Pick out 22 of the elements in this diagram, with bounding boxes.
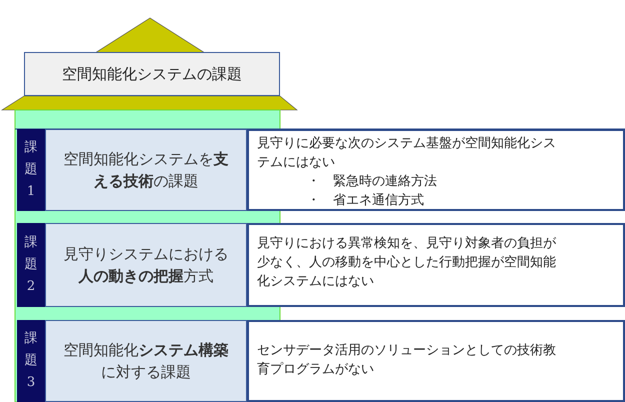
description-box <box>247 129 625 211</box>
description-box <box>247 320 625 402</box>
issue-number: 課題2 <box>24 234 38 296</box>
issue-box <box>45 223 247 307</box>
description-text: 見守りにおける異常検知を、見守り対象者の負担が少なく、人の移動を中心とした行動把握が空間知能化システムにはない <box>257 235 557 291</box>
issue-text: 空間知能化システム構築に対する課題 <box>62 340 230 383</box>
title-text: 空間知能化システムの課題 <box>62 64 242 84</box>
description-text: センサデータ活用のソリューションとしての技術教育プログラムがない <box>257 342 557 379</box>
issue-text: 見守りシステムにおける人の動きの把握方式 <box>62 244 230 287</box>
issue-tag <box>17 223 45 307</box>
description-text: 見守りに必要な次のシステム基盤が空間知能化システムにはない <box>257 135 557 172</box>
issue-number: 課題3 <box>24 330 38 392</box>
title-box <box>24 52 280 96</box>
issue-box <box>45 320 247 402</box>
issue-number: 課題1 <box>24 138 38 202</box>
bullet-item: ・ 省エネ通信方式 <box>307 192 425 210</box>
bullet-item: ・ 緊急時の連絡方法 <box>307 172 438 191</box>
issue-tag <box>17 129 45 211</box>
description-box <box>247 223 625 307</box>
issue-box <box>45 129 247 211</box>
issue-text: 空間知能化システムを支える技術の課題 <box>62 148 230 192</box>
issue-tag <box>17 320 45 402</box>
